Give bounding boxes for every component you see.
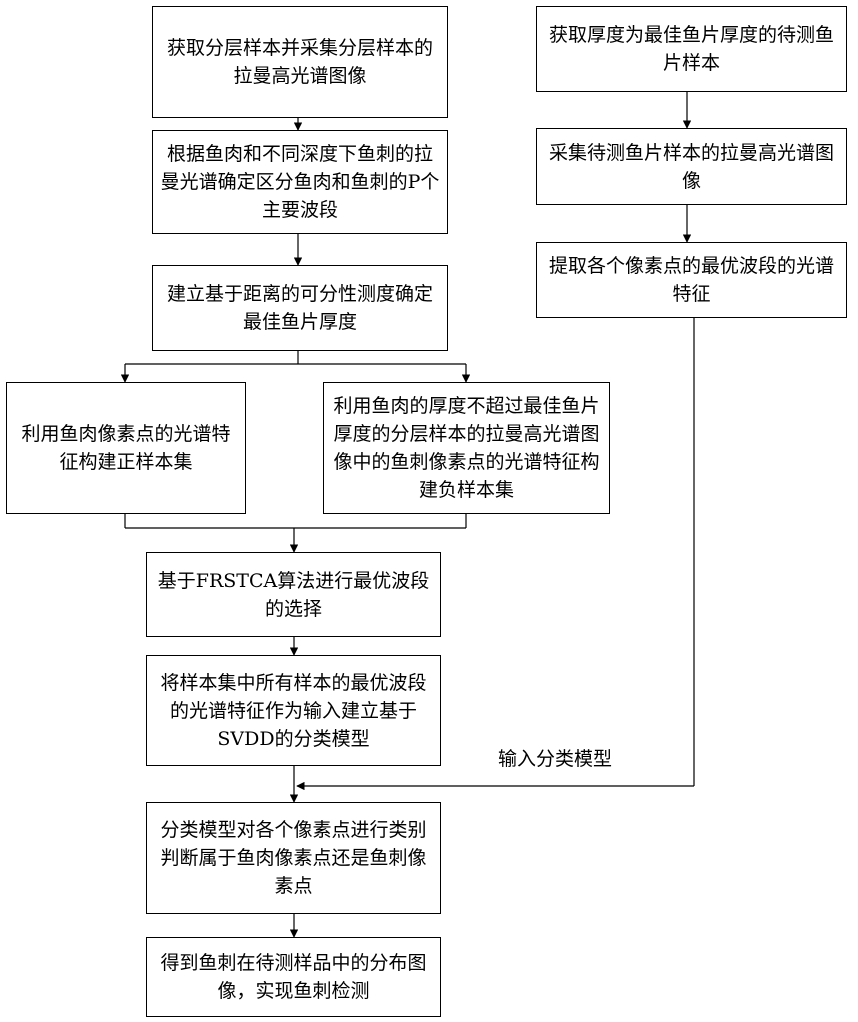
- step-get-test-fillet: 获取厚度为最佳鱼片厚度的待测鱼片样本: [536, 6, 847, 92]
- step-build-svdd-model: 将样本集中所有样本的最优波段的光谱特征作为输入建立基于SVDD的分类模型: [146, 655, 441, 766]
- step-optimal-thickness-text: 建立基于距离的可分性测度确定最佳鱼片厚度: [159, 280, 441, 336]
- step-determine-bands: 根据鱼肉和不同深度下鱼刺的拉曼光谱确定区分鱼肉和鱼刺的P个主要波段: [152, 130, 448, 234]
- step-optimal-thickness: 建立基于距离的可分性测度确定最佳鱼片厚度: [152, 265, 448, 351]
- step-band-selection-text: 基于FRSTCA算法进行最优波段的选择: [157, 567, 430, 623]
- step-negative-sample-set-text: 利用鱼肉的厚度不超过最佳鱼片厚度的分层样本的拉曼高光谱图像中的鱼刺像素点的光谱特…: [330, 392, 603, 504]
- connector-label: 输入分类模型: [498, 744, 612, 771]
- step-acquire-layered-samples-text: 获取分层样本并采集分层样本的拉曼高光谱图像: [159, 34, 441, 90]
- step-positive-sample-set-text: 利用鱼肉像素点的光谱特征构建正样本集: [21, 420, 231, 476]
- step-classify-pixels: 分类模型对各个像素点进行类别判断属于鱼肉像素点还是鱼刺像素点: [146, 802, 441, 914]
- step-get-test-fillet-text: 获取厚度为最佳鱼片厚度的待测鱼片样本: [543, 21, 840, 77]
- step-collect-test-image: 采集待测鱼片样本的拉曼高光谱图像: [536, 128, 847, 205]
- step-negative-sample-set: 利用鱼肉的厚度不超过最佳鱼片厚度的分层样本的拉曼高光谱图像中的鱼刺像素点的光谱特…: [323, 382, 610, 514]
- step-collect-test-image-text: 采集待测鱼片样本的拉曼高光谱图像: [543, 139, 840, 195]
- step-band-selection: 基于FRSTCA算法进行最优波段的选择: [146, 552, 441, 637]
- step-extract-features-text: 提取各个像素点的最优波段的光谱特征: [543, 252, 840, 308]
- step-fishbone-detection: 得到鱼刺在待测样品中的分布图像，实现鱼刺检测: [146, 937, 441, 1017]
- step-fishbone-detection-text: 得到鱼刺在待测样品中的分布图像，实现鱼刺检测: [157, 949, 430, 1005]
- step-acquire-layered-samples: 获取分层样本并采集分层样本的拉曼高光谱图像: [152, 6, 448, 118]
- step-positive-sample-set: 利用鱼肉像素点的光谱特征构建正样本集: [6, 382, 246, 514]
- step-determine-bands-text: 根据鱼肉和不同深度下鱼刺的拉曼光谱确定区分鱼肉和鱼刺的P个主要波段: [159, 140, 441, 224]
- step-extract-features: 提取各个像素点的最优波段的光谱特征: [536, 242, 847, 318]
- step-classify-pixels-text: 分类模型对各个像素点进行类别判断属于鱼肉像素点还是鱼刺像素点: [157, 816, 430, 900]
- step-build-svdd-model-text: 将样本集中所有样本的最优波段的光谱特征作为输入建立基于SVDD的分类模型: [157, 669, 430, 753]
